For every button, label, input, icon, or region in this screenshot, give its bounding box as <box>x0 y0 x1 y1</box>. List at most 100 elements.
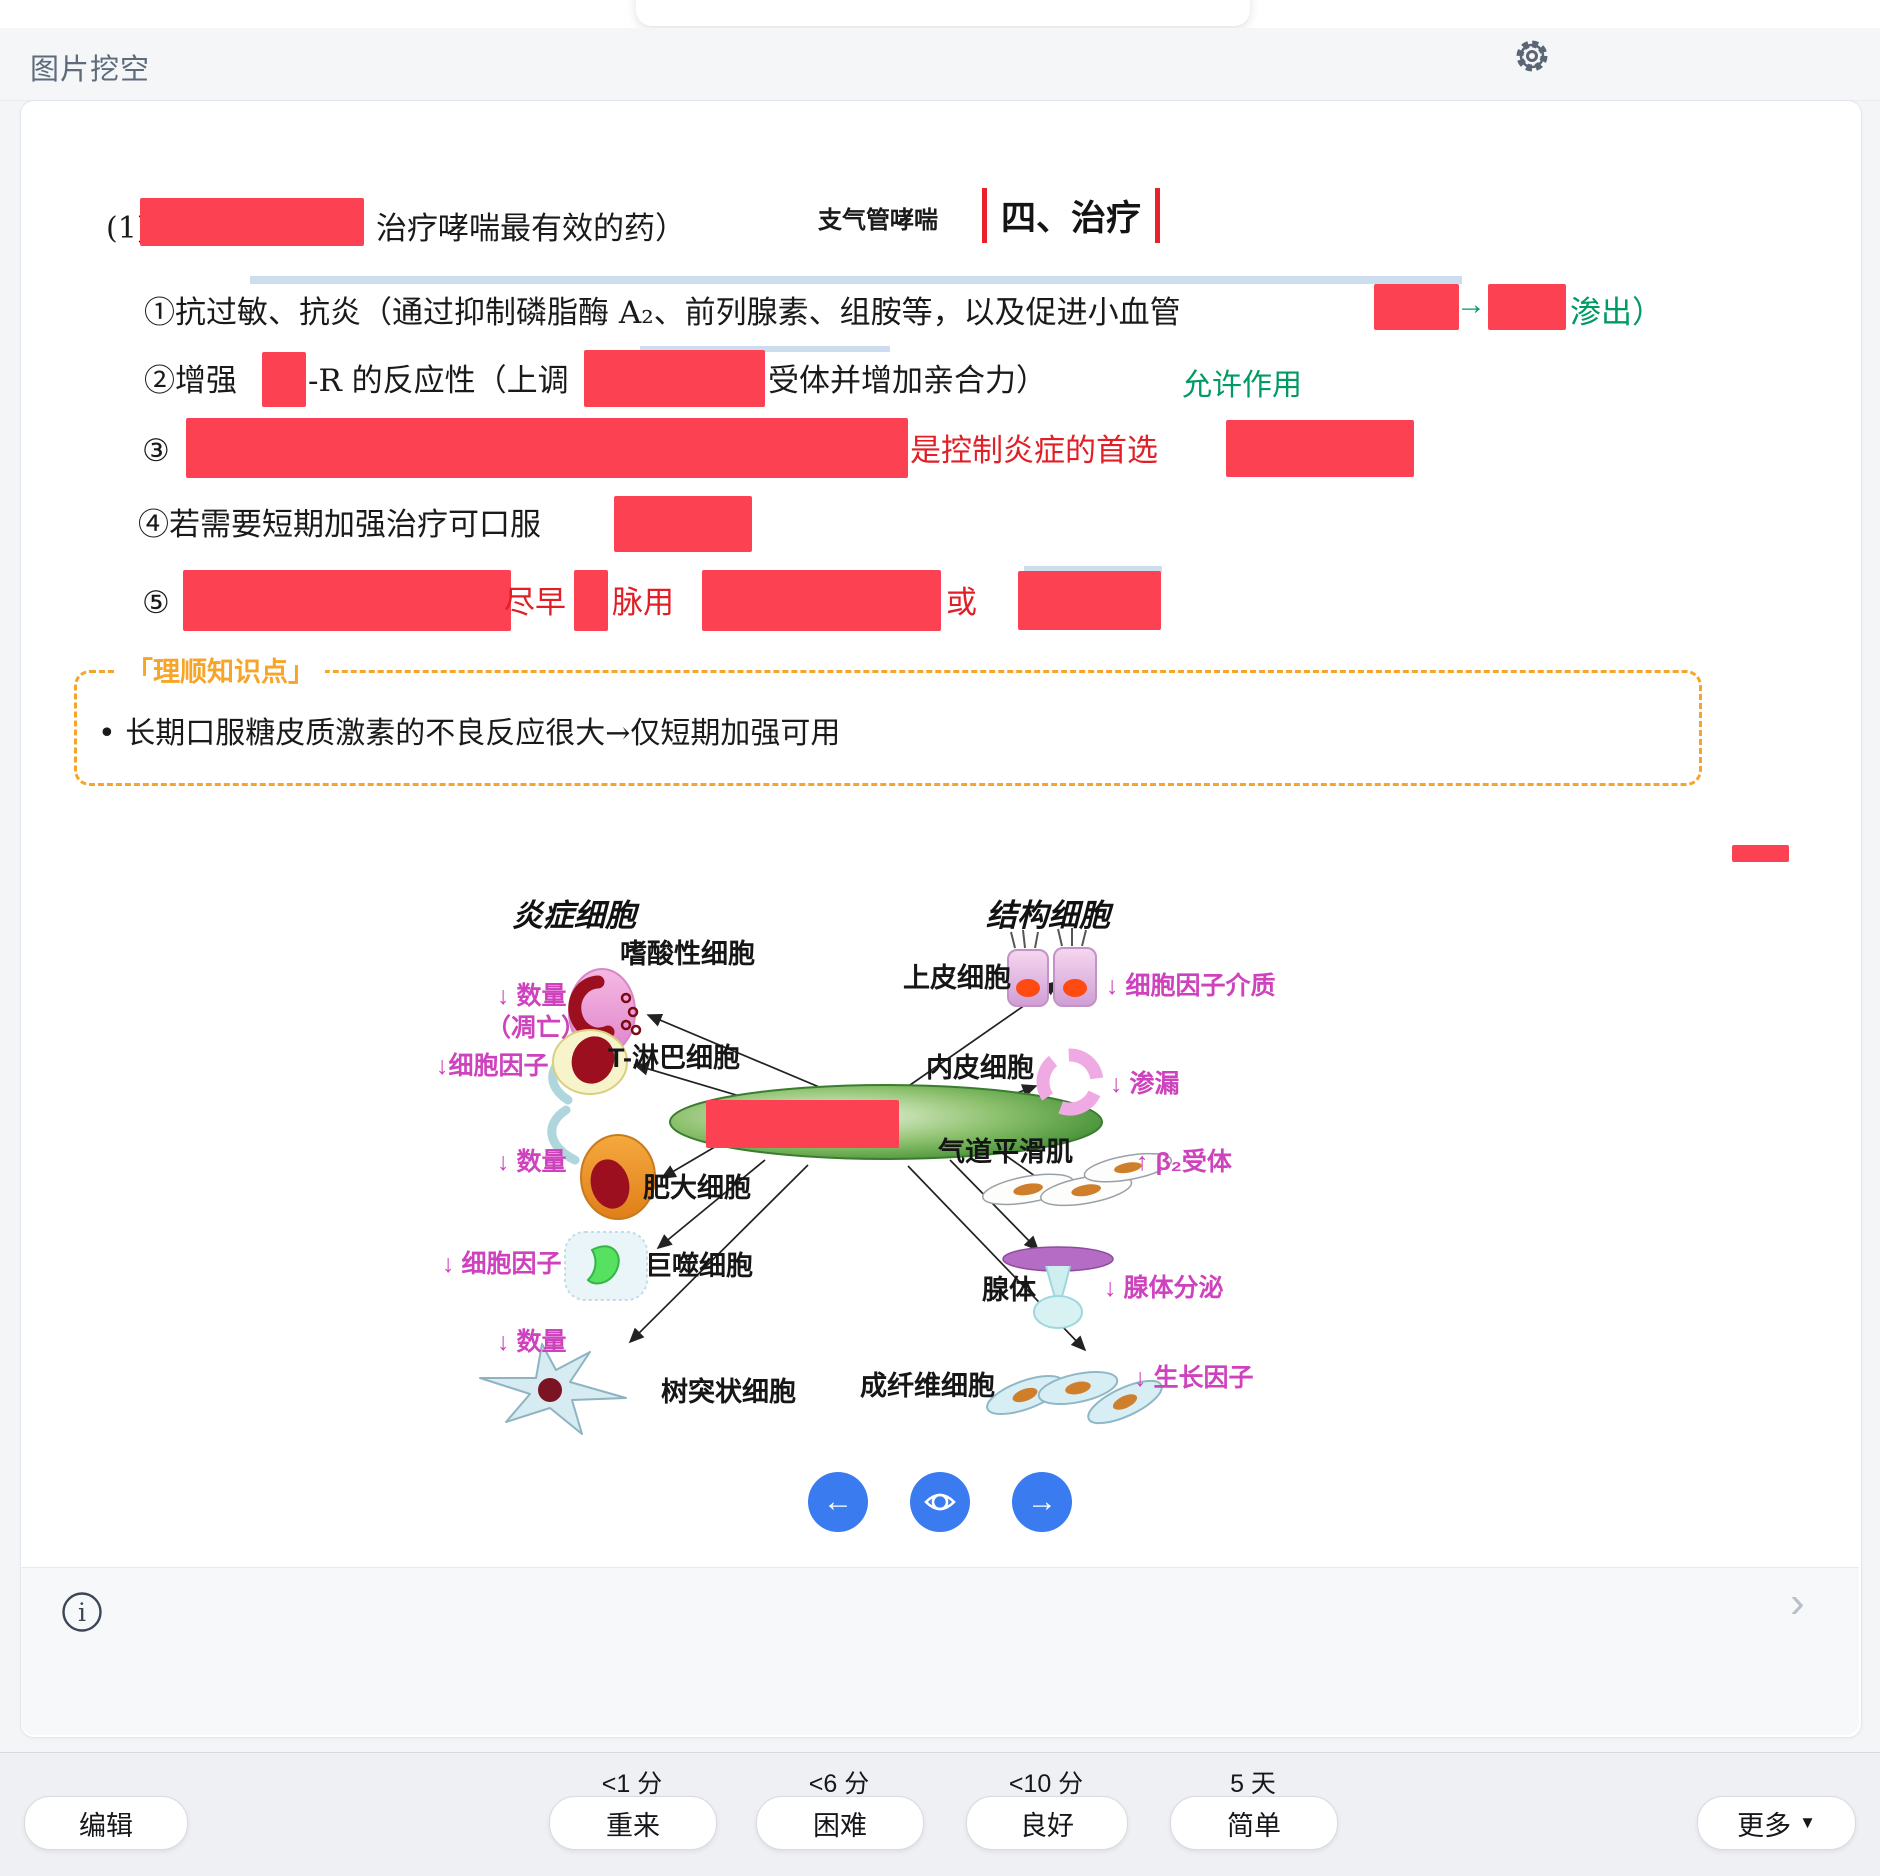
dendritic-label: 树突状细胞 <box>661 1377 796 1407</box>
bottom-divider <box>0 1752 1880 1753</box>
info-icon[interactable]: i <box>60 1590 104 1634</box>
svg-text:i: i <box>78 1598 86 1627</box>
mast-note: ↓ 数量 <box>497 1148 567 1176</box>
knowledge-bullet: • 长期口服糖皮质激素的不良反应很大→仅短期加强可用 <box>98 716 841 751</box>
cloze-box[interactable] <box>183 570 511 631</box>
diagram-left-title: 炎症细胞 <box>512 898 636 933</box>
arrow-left-icon: ← <box>823 1485 853 1518</box>
eosinophil-note-line1: ↓ 数量 <box>497 982 567 1010</box>
eosinophil-label: 嗜酸性细胞 <box>620 939 755 969</box>
arrow-right-icon: → <box>1027 1485 1057 1518</box>
edit-button-label: 编辑 <box>79 1810 133 1841</box>
more-button-label: 更多 <box>1737 1810 1792 1841</box>
edit-button[interactable]: 编辑 <box>24 1796 188 1850</box>
caret-down-icon: ▼ <box>1799 1813 1816 1832</box>
cloze-box[interactable] <box>702 570 941 631</box>
tcell-note: ↓细胞因子 <box>436 1052 549 1080</box>
cloze-box[interactable] <box>186 418 908 478</box>
again-button-label: 重来 <box>606 1810 660 1841</box>
endothelial-note: ↓ 渗漏 <box>1110 1070 1180 1098</box>
item1-text: ①抗过敏、抗炎（通过抑制磷脂酶 A₂、前列腺素、组胺等，以及促进小血管 <box>144 295 1181 331</box>
more-button[interactable]: 更多 ▼ <box>1697 1796 1856 1850</box>
underline-strip <box>250 276 1462 284</box>
item2-mid: -R 的反应性（上调 <box>308 363 569 399</box>
item5-number: ⑤ <box>142 585 170 621</box>
flashcard <box>20 100 1862 1738</box>
cloze-box[interactable] <box>1374 284 1459 330</box>
fibroblast-note: ↓ 生长因子 <box>1134 1364 1254 1392</box>
gland-art <box>1002 1246 1114 1329</box>
cloze-box[interactable] <box>614 496 752 552</box>
chevron-right-icon[interactable]: › <box>1790 1578 1805 1627</box>
item4-text: ④若需要短期加强治疗可口服 <box>138 507 541 543</box>
easy-button-label: 简单 <box>1227 1810 1281 1841</box>
page-title: 图片挖空 <box>30 54 151 86</box>
t-lymphocyte-cell-art <box>552 1029 628 1095</box>
interval-good: <10 分 <box>1008 1770 1084 1798</box>
topic-tag: 支气管哮喘 <box>818 205 938 234</box>
hard-button[interactable]: 困难 <box>756 1796 924 1850</box>
hard-button-label: 困难 <box>813 1810 867 1841</box>
bottom-bar <box>0 1753 1880 1876</box>
section-heading: 四、治疗 <box>982 188 1161 243</box>
item5-frag1: 尽早 <box>504 585 566 621</box>
easy-button[interactable]: 简单 <box>1170 1796 1338 1850</box>
macrophage-label: 巨噬细胞 <box>645 1251 753 1281</box>
smooth-muscle-label: 气道平滑肌 <box>938 1137 1073 1167</box>
eosinophil-note-line2: （凋亡） <box>486 1014 587 1042</box>
epithelial-note: ↓ 细胞因子介质 <box>1106 972 1276 1000</box>
endothelial-label: 内皮细胞 <box>926 1053 1034 1083</box>
knowledge-box <box>74 670 1702 786</box>
tcell-label: T-淋巴细胞 <box>608 1043 740 1073</box>
cloze-box[interactable] <box>574 570 608 631</box>
item2-suffix: 受体并增加亲合力） <box>768 363 1047 399</box>
item3-red-text: 是控制炎症的首选 <box>910 433 1158 469</box>
underline-strip <box>1024 566 1162 573</box>
next-button[interactable]: → <box>1012 1472 1072 1532</box>
fibroblast-cells-art <box>986 1370 1163 1425</box>
cloze-box[interactable] <box>140 198 364 246</box>
floating-toolbar-remnant <box>636 0 1250 26</box>
gland-label: 腺体 <box>982 1275 1036 1305</box>
item5-frag3: 或 <box>946 585 977 621</box>
item2-note: 允许作用 <box>1182 368 1302 403</box>
interval-hard: <6 分 <box>808 1770 870 1798</box>
green-arrow: → <box>1456 288 1486 321</box>
prev-button[interactable]: ← <box>808 1472 868 1532</box>
interval-easy: 5 天 <box>1230 1770 1276 1798</box>
dendritic-cell-art <box>479 1343 627 1435</box>
cloze-box[interactable] <box>584 350 765 407</box>
dendritic-note: ↓ 数量 <box>497 1328 567 1356</box>
underline-strip <box>640 346 890 352</box>
cloze-box-small[interactable] <box>1732 845 1789 862</box>
mast-cell-art <box>580 1134 656 1220</box>
settings-gear-icon[interactable] <box>1512 36 1552 76</box>
epithelial-cells-art <box>1007 928 1097 1007</box>
cloze-box[interactable] <box>1226 420 1414 477</box>
smooth-muscle-art <box>982 1152 1173 1207</box>
cloze-box[interactable] <box>262 352 306 407</box>
card-divider <box>21 1567 1859 1568</box>
item5-frag2: 脉用 <box>612 585 674 621</box>
question-text: 治疗哮喘最有效的药） <box>376 211 686 247</box>
diagram-right-title: 结构细胞 <box>986 898 1110 933</box>
item1-suffix: 渗出） <box>1570 295 1663 331</box>
gland-note: ↓ 腺体分泌 <box>1104 1274 1224 1302</box>
reveal-button[interactable] <box>910 1472 970 1532</box>
info-row[interactable] <box>21 1568 1859 1735</box>
eye-icon <box>924 1493 956 1511</box>
knowledge-title: 「理顺知识点」 <box>116 650 325 689</box>
good-button[interactable]: 良好 <box>966 1796 1128 1850</box>
good-button-label: 良好 <box>1020 1810 1074 1841</box>
cloze-box[interactable] <box>1488 284 1566 330</box>
again-button[interactable]: 重来 <box>549 1796 717 1850</box>
macrophage-cell-art <box>564 1231 648 1301</box>
cloze-box[interactable] <box>706 1100 899 1148</box>
macrophage-note: ↓ 细胞因子 <box>442 1250 562 1278</box>
smooth-muscle-note: ↑ β₂受体 <box>1136 1148 1232 1176</box>
interval-again: <1 分 <box>601 1770 663 1798</box>
cloze-box[interactable] <box>1018 571 1161 630</box>
mast-label: 肥大细胞 <box>643 1173 751 1203</box>
header-bar <box>0 28 1880 101</box>
epithelial-label: 上皮细胞 <box>903 963 1011 993</box>
